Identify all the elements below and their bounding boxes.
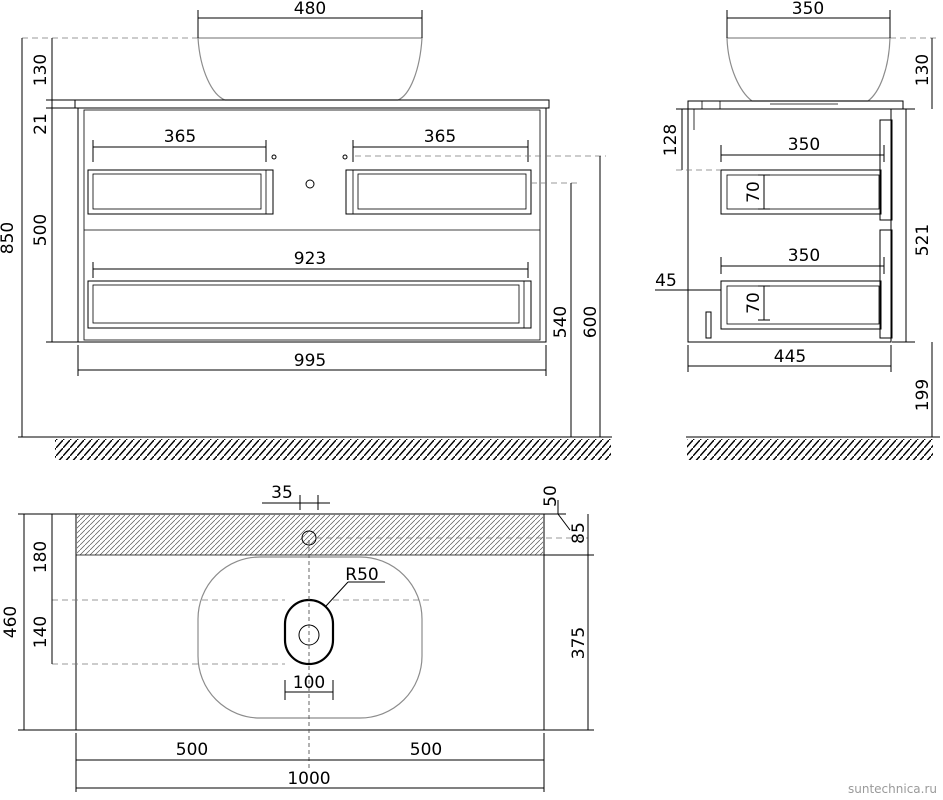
label-offset-128: 128 — [661, 124, 681, 156]
label-total-height: 850 — [0, 222, 18, 254]
label-lower-drawer-width: 923 — [294, 249, 326, 269]
basin-side — [726, 37, 891, 102]
dim-body-height-521: 521 — [892, 108, 933, 343]
side-upper-drawer — [720, 169, 882, 215]
label-half-left: 500 — [176, 740, 208, 760]
label-basin-depth: 350 — [792, 0, 824, 19]
dim-basin-depth: 350 — [726, 0, 891, 38]
label-drawer-right-width: 365 — [424, 127, 456, 147]
watermark: suntechnica.ru — [848, 782, 937, 796]
upper-front-panel — [879, 119, 893, 221]
label-lower-drawer-depth: 350 — [788, 246, 820, 266]
dim-left-chain: 850 130 21 500 — [0, 38, 78, 437]
basin-outline-top — [197, 556, 423, 719]
dim-lower-drawer: 923 — [92, 249, 529, 278]
label-drain-width: 100 — [293, 673, 325, 693]
dim-floor-gap: 199 — [913, 342, 933, 437]
countertop-hatched-zone — [77, 515, 543, 555]
label-basin-height: 130 — [31, 54, 51, 86]
label-basin-width: 480 — [294, 0, 326, 19]
label-half-right: 500 — [410, 740, 442, 760]
label-upper-drawer-depth: 350 — [788, 135, 820, 155]
label-top-thickness: 21 — [31, 113, 51, 135]
label-radius: R50 — [345, 565, 378, 585]
dim-top-right: 50 85 375 — [541, 485, 594, 731]
drawer-marker-left — [271, 154, 277, 160]
dim-lower-drawer-depth: 350 — [720, 246, 885, 274]
label-body-height-521: 521 — [913, 224, 933, 256]
dim-drawer-left: 365 — [92, 127, 267, 162]
label-upper-drawer-height: 70 — [744, 181, 764, 203]
label-body-width: 995 — [294, 351, 326, 371]
upper-left-drawer-inner — [92, 173, 262, 210]
side-lower-drawer — [720, 280, 882, 330]
top-view: R50 100 35 460 180 140 — [1, 483, 594, 792]
side-floor-hatch — [687, 439, 933, 460]
cabinet-inner-frame — [83, 109, 541, 341]
dim-top-left: 460 180 140 — [1, 513, 76, 731]
label-edge-50: 50 — [541, 485, 561, 507]
label-offset-45: 45 — [655, 271, 677, 291]
dim-body-width: 995 — [77, 345, 547, 376]
label-drawer-left-width: 365 — [164, 127, 196, 147]
label-total-width: 1000 — [287, 769, 330, 789]
cabinet-body-front — [77, 107, 547, 343]
side-support — [705, 311, 712, 339]
label-floor-gap: 199 — [913, 379, 933, 411]
dim-side-basin-height: 130 — [913, 38, 933, 109]
dim-hole-offset: 35 — [262, 483, 330, 510]
countertop-front — [74, 99, 550, 109]
dim-offset-45: 45 — [655, 271, 722, 298]
cabinet-body-side — [687, 108, 892, 343]
drawer-marker-right — [342, 154, 348, 160]
dim-top-bottom: 500 500 1000 — [75, 733, 545, 792]
dim-body-depth: 445 — [687, 345, 892, 372]
dim-upper-drawer-depth: 350 — [720, 135, 885, 162]
label-height-600: 600 — [581, 306, 601, 338]
lower-drawer — [87, 280, 532, 329]
radius-callout: R50 — [325, 565, 385, 607]
dim-right-heights: 540 600 — [355, 155, 606, 437]
dim-drawer-right: 365 — [352, 127, 529, 162]
side-view: 350 128 350 70 350 — [655, 0, 940, 460]
label-edge-85: 85 — [569, 522, 589, 544]
basin-front — [197, 37, 423, 101]
dim-lower-drawer-height: 70 — [744, 285, 770, 321]
countertop-top — [75, 513, 545, 731]
dim-upper-drawer-height: 70 — [744, 174, 770, 210]
label-height-540: 540 — [551, 306, 571, 338]
siphon-hole — [305, 179, 315, 189]
lower-front-panel — [879, 229, 893, 339]
label-depth-375: 375 — [569, 627, 589, 659]
label-depth-140: 140 — [31, 616, 51, 648]
upper-right-drawer — [345, 169, 532, 215]
label-depth-460: 460 — [1, 606, 21, 638]
label-hole-offset: 35 — [271, 483, 293, 503]
dim-basin-width: 480 — [197, 0, 423, 38]
label-side-basin-height: 130 — [913, 54, 933, 86]
front-view: 480 850 130 21 500 365 365 — [0, 0, 612, 460]
label-body-depth: 445 — [774, 347, 806, 367]
floor-hatch — [55, 439, 611, 460]
dim-drain-width: 100 — [284, 673, 334, 700]
upper-right-drawer-inner — [357, 173, 527, 210]
label-body-height: 500 — [31, 214, 51, 246]
label-lower-drawer-height: 70 — [744, 292, 764, 314]
label-depth-180: 180 — [31, 541, 51, 573]
dim-offset-128: 128 — [661, 108, 721, 171]
lower-drawer-inner — [92, 284, 520, 324]
upper-left-drawer — [87, 169, 274, 215]
